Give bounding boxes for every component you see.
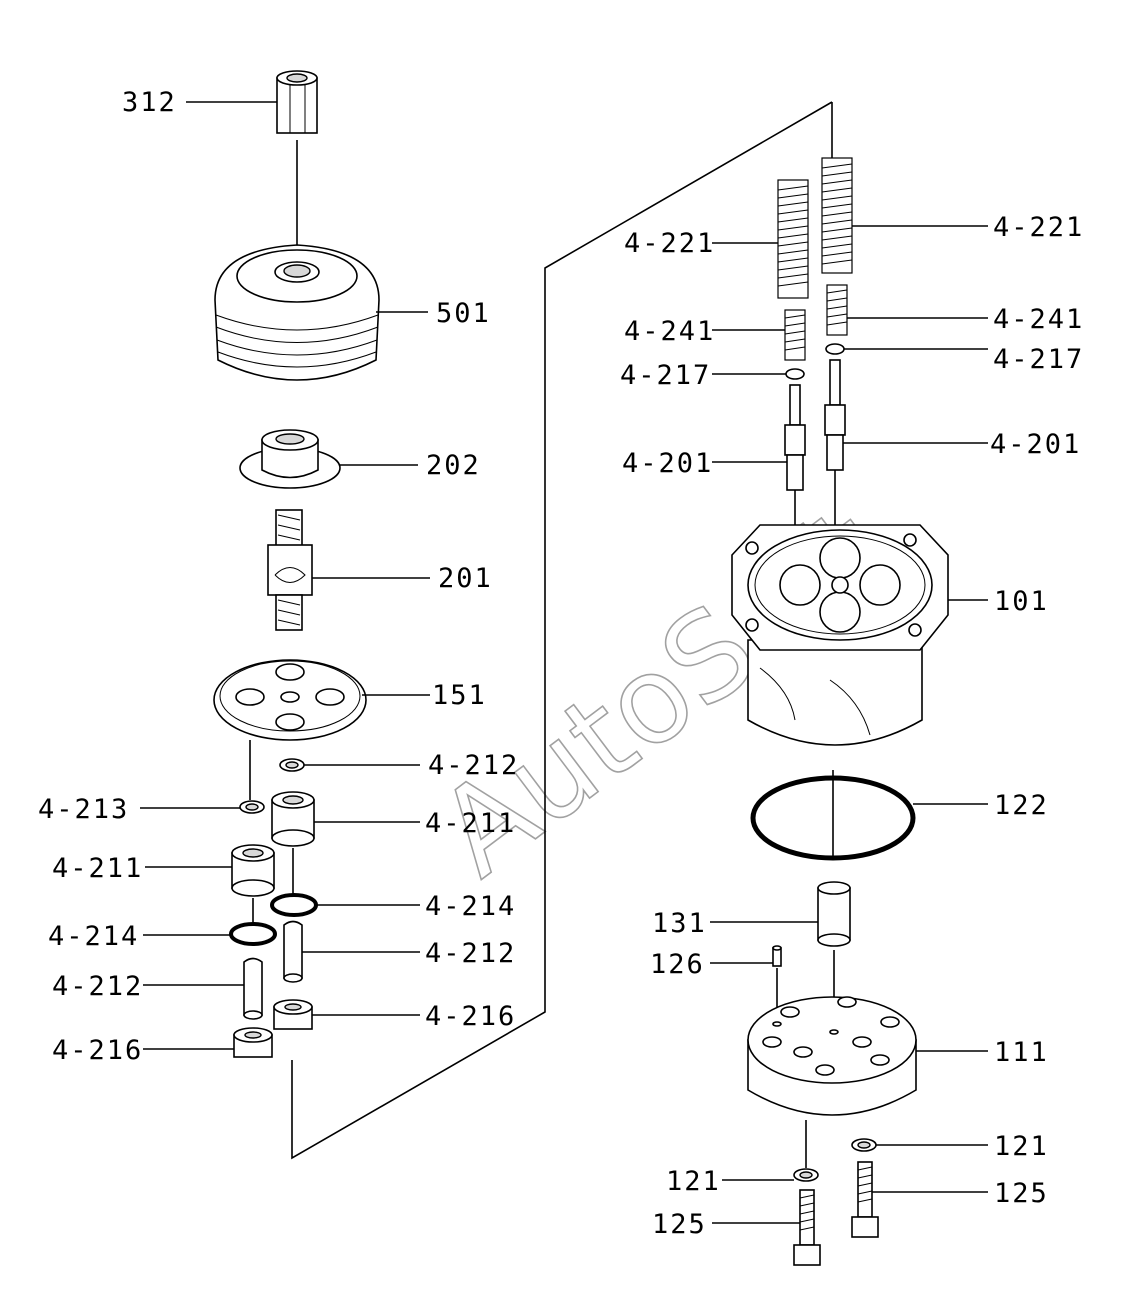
part-4-216-right [273,999,313,1030]
label-4-214-right: 4-214 [425,891,516,922]
part-4-212-ring [279,758,305,772]
part-4-211-plug-right [271,791,315,847]
part-4-201-spool-right [824,359,846,471]
part-4-212-pin-right [283,920,303,983]
part-4-221-spring-left [777,179,809,299]
label-312: 312 [122,87,177,118]
label-4-216-right: 4-216 [425,1001,516,1032]
label-4-212-pin-left: 4-212 [52,971,143,1002]
label-4-211-left: 4-211 [52,853,143,884]
label-151: 151 [432,680,487,711]
label-202: 202 [426,450,481,481]
part-4-241-spring-left [784,309,806,361]
part-4-241-spring-right [826,284,848,336]
part-4-214-oring-left [229,922,277,946]
label-126: 126 [650,949,705,980]
label-4-214-left: 4-214 [48,921,139,952]
label-4-201-right: 4-201 [990,429,1081,460]
label-4-212-pin-right: 4-212 [425,938,516,969]
label-4-241-right: 4-241 [993,304,1084,335]
label-4-217-right: 4-217 [993,344,1084,375]
part-121-washer-left [793,1168,819,1182]
part-151-plate [213,659,367,741]
part-4-213-ring [239,800,265,814]
part-125-bolt-right [851,1161,879,1238]
part-4-201-spool-left [784,384,806,491]
part-125-bolt-left [793,1189,821,1266]
part-111-plate [747,996,917,1116]
label-201: 201 [438,563,493,594]
part-4-217-washer-left [785,368,805,380]
label-131: 131 [652,908,707,939]
part-4-216-left [233,1027,273,1058]
label-4-213: 4-213 [38,794,129,825]
label-121-left: 121 [666,1166,721,1197]
part-131-sleeve [817,881,851,947]
part-121-washer-right [851,1138,877,1152]
label-4-221-left: 4-221 [624,228,715,259]
label-122: 122 [994,790,1049,821]
part-4-214-oring-right [270,893,318,917]
part-201-joint [267,509,313,631]
label-125-left: 125 [652,1209,707,1240]
leader-lines [140,101,988,1224]
label-4-221-right: 4-221 [993,212,1084,243]
part-202-retainer [239,429,341,489]
label-111: 111 [994,1037,1049,1068]
label-4-217-left: 4-217 [620,360,711,391]
label-4-216-left: 4-216 [52,1035,143,1066]
label-4-241-left: 4-241 [624,316,715,347]
label-4-212-ring: 4-212 [428,750,519,781]
label-125-right: 125 [994,1178,1049,1209]
part-126-pin [772,945,782,967]
part-4-211-plug-left [231,844,275,897]
part-101-casing [731,524,949,746]
part-4-212-pin-left [243,957,263,1020]
label-4-211-right: 4-211 [425,808,516,839]
assembly-boundary-line [291,101,833,1160]
label-501: 501 [436,298,491,329]
part-4-217-washer-right [825,343,845,355]
part-312-nut [276,70,318,134]
label-121-right: 121 [994,1131,1049,1162]
label-101: 101 [994,586,1049,617]
label-4-201-left: 4-201 [622,448,713,479]
part-4-221-spring-right [821,157,853,274]
part-501-cover [214,244,380,381]
